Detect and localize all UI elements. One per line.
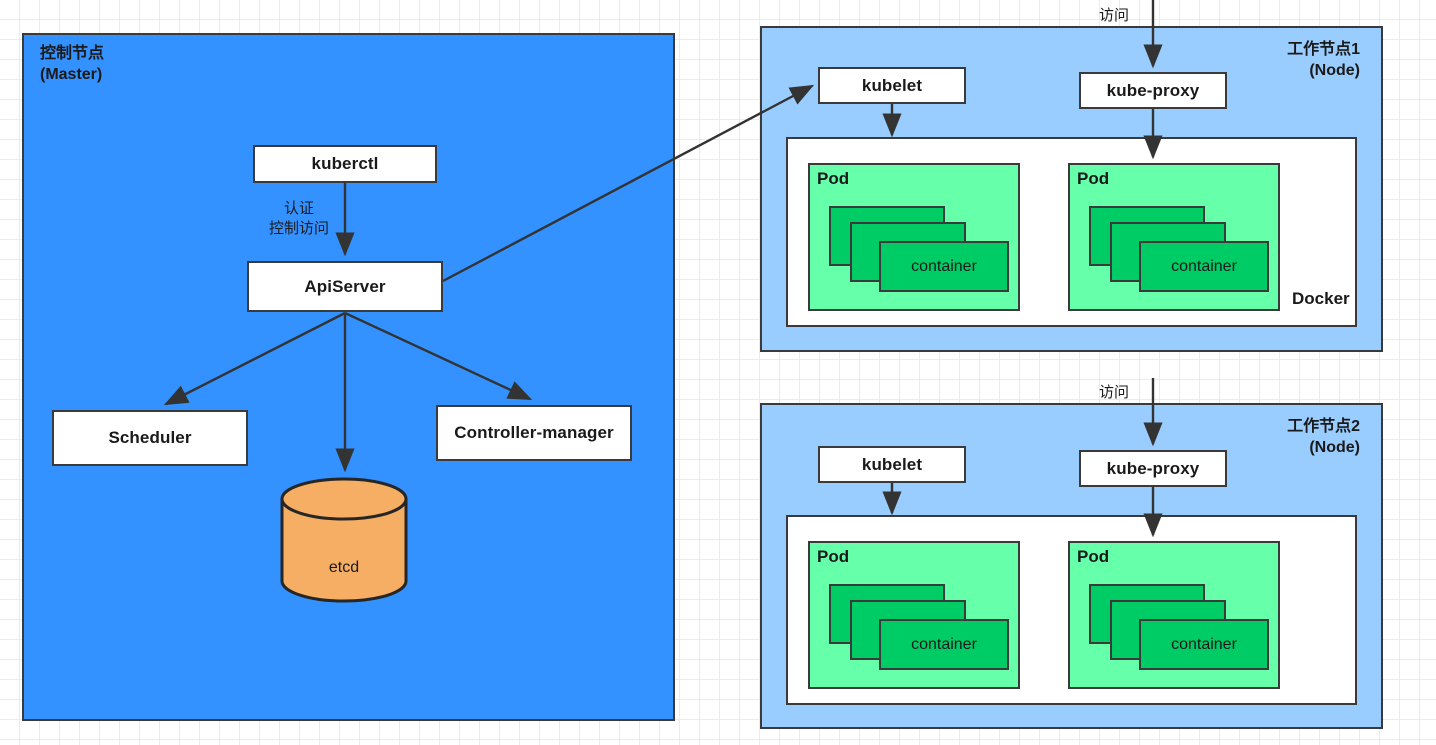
auth-label-line2: 控制访问	[268, 220, 329, 238]
controller-manager-box[interactable]: Controller-manager	[436, 405, 632, 461]
node1-docker-label: Docker	[1292, 289, 1350, 308]
node1-pod-2-title: Pod	[1077, 169, 1110, 188]
worker-node-2-title: 工作节点2 (Node)	[1200, 417, 1360, 459]
etcd-shape-icon	[280, 477, 408, 603]
auth-label-line1: 认证	[283, 200, 314, 217]
node1-kube-proxy-box[interactable]: kube-proxy	[1079, 72, 1227, 109]
node1-pod-2-container-front: container	[1139, 241, 1269, 292]
node1-title-cn: 工作节点1	[1287, 41, 1360, 58]
master-title-cn: 控制节点	[40, 45, 105, 62]
node1-title-en: (Node)	[1309, 61, 1360, 79]
node1-kubelet-box[interactable]: kubelet	[818, 67, 966, 104]
node2-kube-proxy-box[interactable]: kube-proxy	[1079, 450, 1227, 487]
scheduler-box[interactable]: Scheduler	[52, 410, 248, 466]
node1-pod-1-container-label: container	[911, 258, 977, 275]
kuberctl-box[interactable]: kuberctl	[253, 145, 437, 183]
node1-pod-2-container-label: container	[1171, 258, 1237, 275]
node2-pod-2-title: Pod	[1077, 547, 1110, 566]
etcd-label: etcd	[328, 559, 360, 576]
node1-pod-1-container-front: container	[879, 241, 1009, 292]
node1-pod-1-title: Pod	[817, 169, 850, 188]
node2-title-en: (Node)	[1309, 438, 1360, 456]
master-title-en: (Master)	[40, 65, 103, 83]
worker-node-1-title: 工作节点1 (Node)	[1200, 40, 1360, 82]
node2-kubelet-box[interactable]: kubelet	[818, 446, 966, 483]
node2-access-label: 访问	[1099, 384, 1130, 401]
node1-access-label: 访问	[1099, 7, 1130, 24]
node2-pod-2-container-front: container	[1139, 619, 1269, 670]
node2-pod-1-title: Pod	[817, 547, 850, 566]
master-node-title: 控制节点 (Master)	[40, 44, 104, 86]
node2-title-cn: 工作节点2	[1287, 418, 1360, 435]
apiserver-box[interactable]: ApiServer	[247, 261, 443, 312]
node2-pod-2-container-label: container	[1171, 636, 1237, 653]
node2-pod-1-container-front: container	[879, 619, 1009, 670]
auth-edge-label: 认证控制访问	[251, 199, 347, 240]
master-node-region	[22, 33, 675, 721]
etcd-cylinder[interactable]: etcd	[280, 477, 408, 603]
node2-pod-1-container-label: container	[911, 636, 977, 653]
